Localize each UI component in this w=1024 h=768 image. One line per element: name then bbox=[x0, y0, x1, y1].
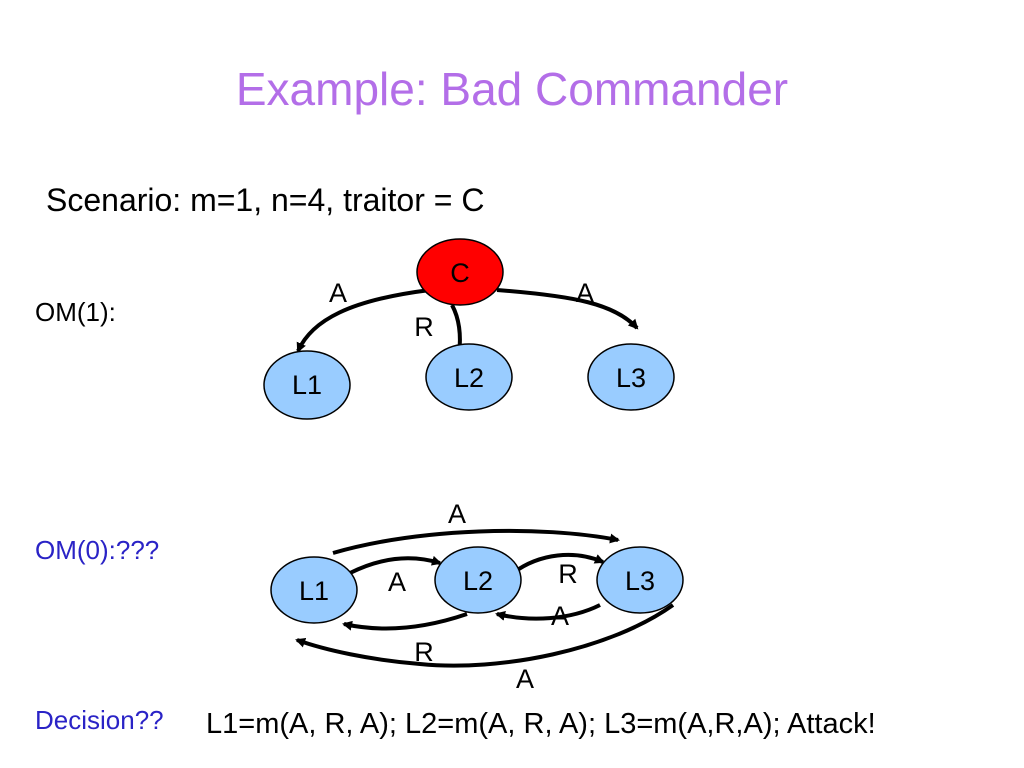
om1-edge-label-c-l2: R bbox=[414, 312, 434, 342]
om1-node-l2-label: L2 bbox=[454, 363, 484, 393]
om0-edge-label-l3-l2: A bbox=[551, 601, 569, 631]
om1-node-l3: L3 bbox=[587, 343, 675, 411]
om0-edge-label-l2-l3: R bbox=[558, 559, 578, 589]
om0-edge-l3-l2 bbox=[495, 603, 601, 621]
decision-result: L1=m(A, R, A); L2=m(A, R, A); L3=m(A,R,A… bbox=[206, 708, 876, 740]
om0-edge-label-l2-l1: R bbox=[414, 637, 434, 667]
om0-edge-label-l3-l1: A bbox=[516, 664, 534, 694]
om0-edge-l1-l3 bbox=[332, 528, 620, 555]
om0-edge-label-l1-l3: A bbox=[448, 499, 466, 529]
om0-edge-l2-l1 bbox=[342, 612, 468, 631]
om1-edge-label-c-l3: A bbox=[576, 278, 594, 308]
om0-diagram: A A R A R A L1 L2 L3 bbox=[270, 499, 684, 694]
om1-node-c-label: C bbox=[450, 258, 470, 288]
decision-label: Decision?? bbox=[35, 705, 164, 735]
om1-node-l3-label: L3 bbox=[616, 363, 646, 393]
om1-edge-label-c-l1: A bbox=[329, 278, 347, 308]
om0-node-l1: L1 bbox=[270, 556, 358, 624]
om0-node-l1-label: L1 bbox=[299, 576, 329, 606]
om1-node-l1: L1 bbox=[263, 350, 351, 420]
om0-edge-l1-l2 bbox=[349, 555, 442, 575]
om1-edge-c-l1 bbox=[296, 288, 431, 353]
om0-edge-l3-l1 bbox=[295, 603, 675, 668]
om0-node-l2-label: L2 bbox=[463, 566, 493, 596]
om0-node-l2: L2 bbox=[434, 546, 522, 614]
om0-node-l3-label: L3 bbox=[625, 566, 655, 596]
om1-node-l1-label: L1 bbox=[292, 370, 322, 400]
scenario-text: Scenario: m=1, n=4, traitor = C bbox=[46, 182, 485, 218]
page-title: Example: Bad Commander bbox=[235, 63, 789, 115]
om1-diagram: A R A C L1 L2 L3 bbox=[263, 238, 675, 420]
om1-node-l2: L2 bbox=[425, 343, 513, 411]
om1-edge-c-l3 bbox=[496, 288, 639, 330]
om0-edge-label-l1-l2: A bbox=[388, 567, 406, 597]
om1-label: OM(1): bbox=[35, 297, 116, 327]
om0-edge-l2-l3 bbox=[511, 552, 605, 575]
om1-node-c: C bbox=[416, 238, 504, 306]
om0-label: OM(0):??? bbox=[35, 535, 160, 565]
om0-node-l3: L3 bbox=[596, 546, 684, 614]
